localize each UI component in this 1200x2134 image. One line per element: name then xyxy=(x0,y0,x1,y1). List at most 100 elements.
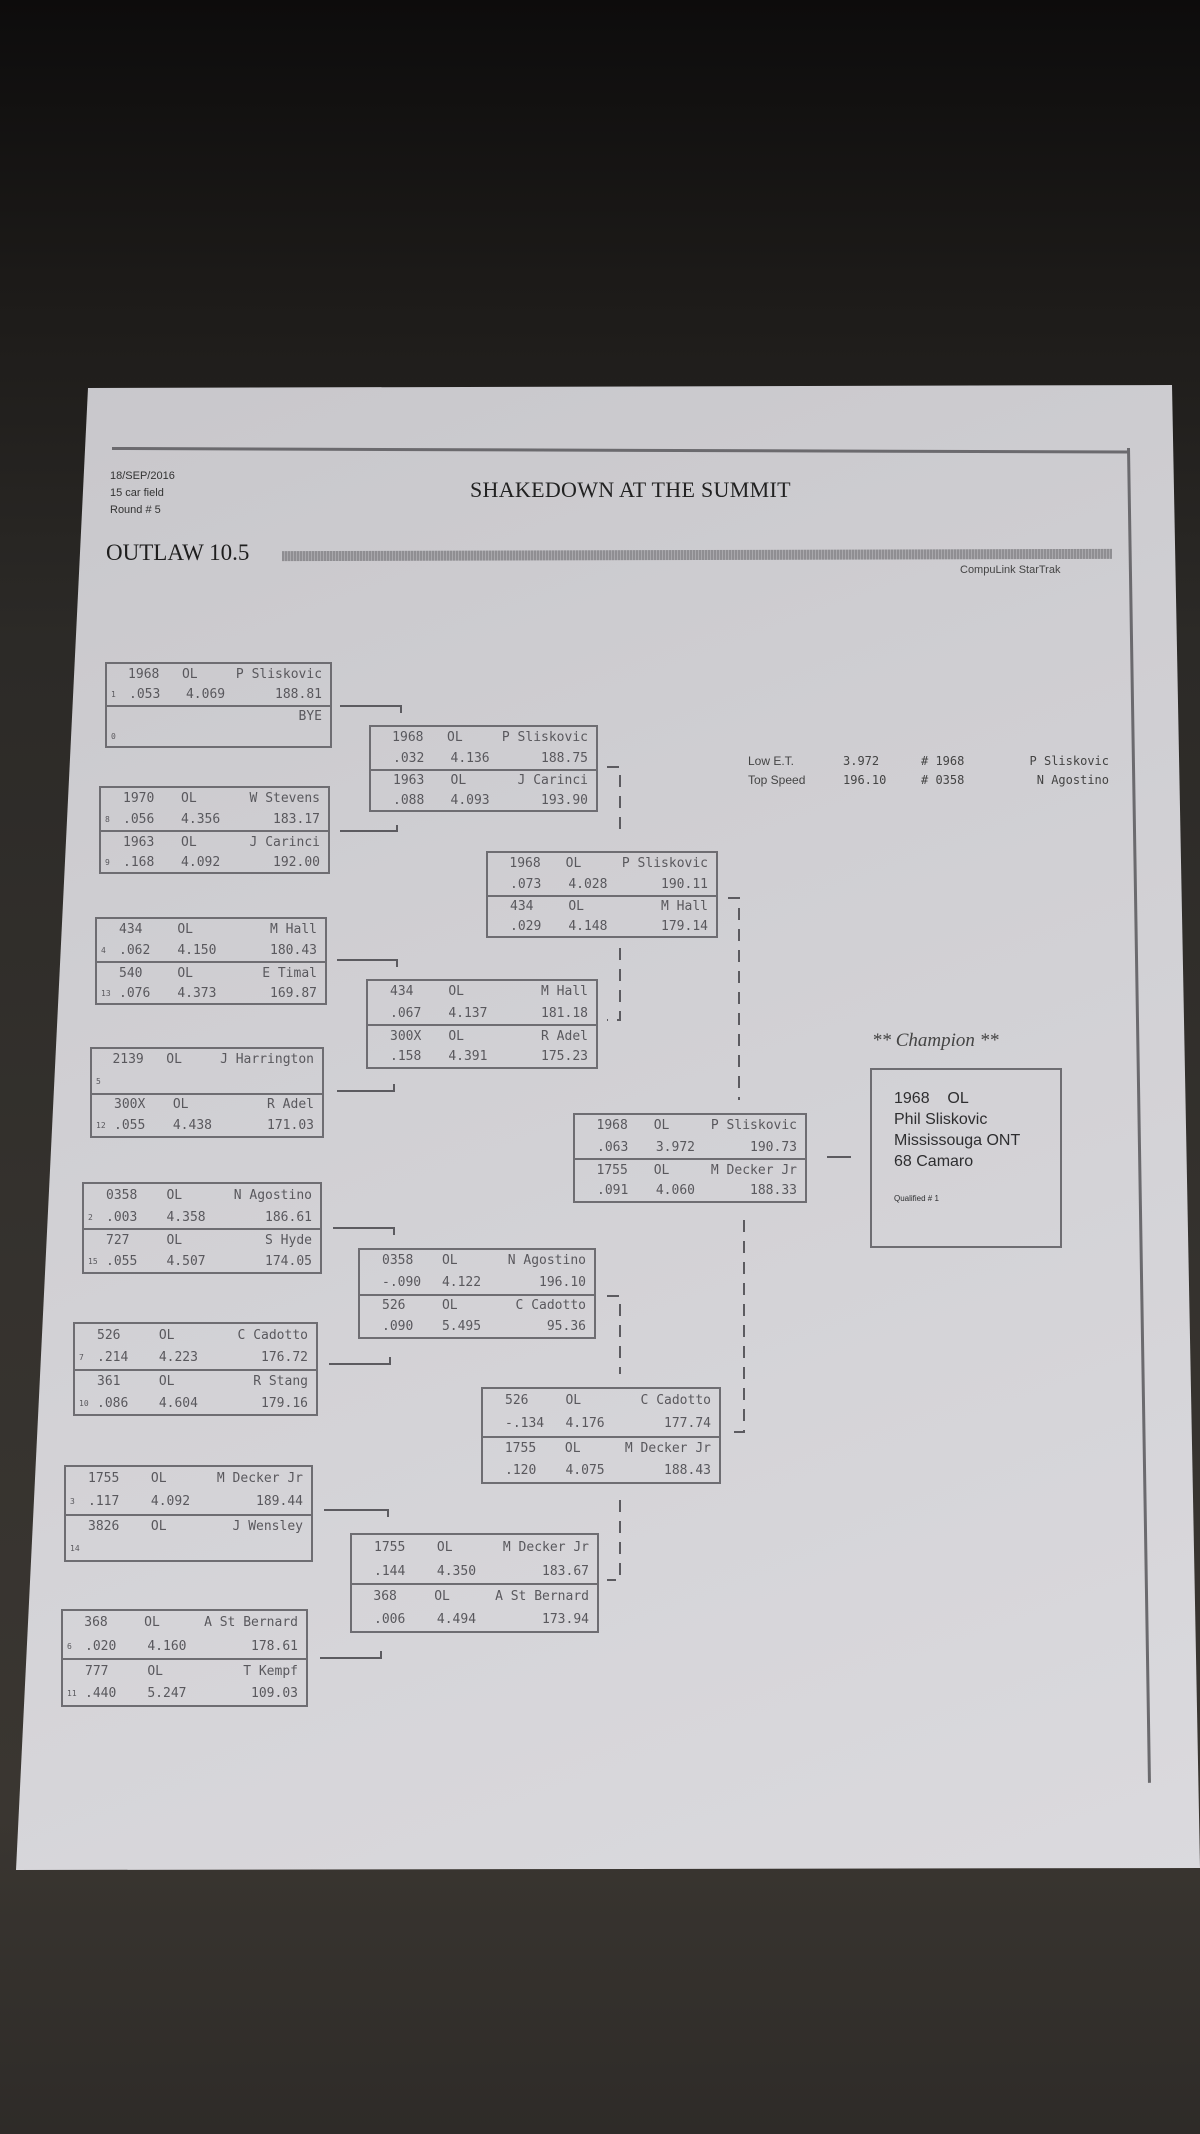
qualifying-seed: 12 xyxy=(96,1121,106,1131)
champion-name: Phil Sliskovic xyxy=(894,1111,988,1128)
connector xyxy=(732,1220,745,1433)
car-number: 1755 xyxy=(374,1539,406,1555)
champion-hometown: Mississouga ONT xyxy=(894,1132,1021,1149)
car-number: 368 xyxy=(373,1589,397,1604)
elapsed-time: 4.092 xyxy=(181,854,221,870)
trap-speed: 189.44 xyxy=(256,1494,303,1510)
car-class: OL xyxy=(448,1028,464,1044)
reaction-time: .076 xyxy=(119,985,151,1001)
trap-speed: 193.90 xyxy=(541,792,588,808)
car-number: 1755 xyxy=(504,1441,537,1457)
trap-speed: 177.74 xyxy=(664,1416,711,1432)
trap-speed: 109.03 xyxy=(251,1686,298,1702)
car-number: 361 xyxy=(97,1374,121,1390)
driver-name: J Wensley xyxy=(232,1519,303,1535)
driver-name: M Hall xyxy=(661,898,708,914)
reaction-time: .055 xyxy=(106,1254,138,1269)
reaction-time: .063 xyxy=(597,1139,629,1155)
elapsed-time: 4.350 xyxy=(436,1563,477,1579)
racer-info-row: 434 OL M Hall xyxy=(488,897,716,917)
reaction-time: .020 xyxy=(85,1638,117,1654)
qualifying-seed: 13 xyxy=(101,988,111,998)
top-speed-label: Top Speed xyxy=(748,773,806,787)
elapsed-time: 4.122 xyxy=(441,1275,482,1291)
reaction-time: .006 xyxy=(374,1612,406,1627)
top-speed-value: 196.10 xyxy=(843,773,887,787)
elapsed-time: 4.160 xyxy=(147,1638,187,1654)
connector xyxy=(333,1227,395,1235)
elapsed-time: 4.507 xyxy=(166,1254,206,1269)
division-title: OUTLAW 10.5 xyxy=(106,540,250,565)
driver-name: J Harrington xyxy=(220,1052,314,1068)
car-number: 434 xyxy=(510,898,534,914)
car-number: 526 xyxy=(382,1298,406,1314)
driver-name: R Adel xyxy=(541,1028,588,1044)
car-class: OL xyxy=(172,1097,189,1113)
trap-speed: 95.36 xyxy=(546,1319,586,1335)
top-speed-car: # 0358 xyxy=(921,773,965,787)
trap-speed: 174.05 xyxy=(265,1254,312,1269)
car-class: OL xyxy=(144,1615,160,1631)
reaction-time: -.134 xyxy=(505,1416,545,1432)
connector xyxy=(728,897,740,1100)
car-number: 1968 xyxy=(128,666,160,682)
reaction-time: .055 xyxy=(114,1118,146,1134)
driver-name: P Sliskovic xyxy=(501,729,588,745)
elapsed-time: 4.373 xyxy=(177,985,217,1001)
driver-name: S Hyde xyxy=(265,1233,312,1248)
reaction-time: .090 xyxy=(382,1319,414,1335)
event-date: 18/SEP/2016 xyxy=(110,470,175,482)
connector xyxy=(324,1509,389,1517)
trap-speed: 180.43 xyxy=(270,943,317,958)
driver-name: M Hall xyxy=(270,922,317,937)
car-class: OL xyxy=(181,834,197,850)
elapsed-time: 4.150 xyxy=(177,943,217,958)
car-class: OL xyxy=(166,1052,182,1068)
elapsed-time: 4.494 xyxy=(436,1612,477,1627)
qualifying-seed: 0 xyxy=(111,731,116,741)
car-class: OL xyxy=(568,898,584,914)
reaction-time: .214 xyxy=(97,1350,129,1366)
qualifying-seed: 7 xyxy=(79,1353,84,1363)
connector xyxy=(607,766,621,837)
car-class: OL xyxy=(166,1233,183,1248)
car-number: 526 xyxy=(97,1327,121,1343)
low-et-car: # 1968 xyxy=(921,754,965,768)
